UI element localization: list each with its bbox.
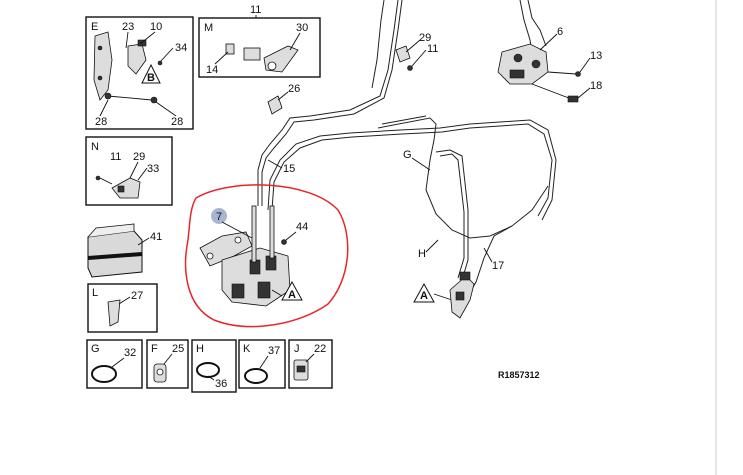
callout-14: 14	[206, 64, 218, 76]
callout-18: 18	[590, 80, 602, 92]
reference-code: R1857312	[498, 370, 540, 380]
wheel-sensor-connector	[449, 271, 475, 319]
callout-26: 26	[288, 83, 300, 95]
detail-box-l: L 27	[87, 283, 158, 333]
detail-box-g: G 32	[86, 339, 143, 389]
callout-22: 22	[314, 343, 326, 355]
callout-28b: 28	[171, 116, 183, 128]
clip-26	[267, 95, 283, 115]
box-f-letter: F	[151, 343, 158, 355]
detail-box-e: E 23 10 34 28 28 B	[85, 16, 194, 130]
box-k-letter: K	[243, 343, 251, 355]
box-l-letter: L	[92, 287, 98, 299]
callout-23: 23	[122, 21, 134, 33]
triangle-a-icon-sensor	[413, 282, 435, 303]
callout-33: 33	[147, 163, 159, 175]
detail-box-m: M 30 14	[198, 17, 321, 78]
callout-36: 36	[215, 378, 227, 390]
callout-6: 6	[557, 26, 563, 38]
box-j-letter: J	[294, 343, 300, 355]
callout-h-main: H	[418, 248, 426, 260]
box-e-b-label: B	[147, 72, 155, 84]
fitting-29-clip	[395, 45, 411, 63]
box-g-letter: G	[91, 343, 100, 355]
callout-g-main: G	[403, 149, 412, 161]
callout-29-main: 29	[419, 32, 431, 44]
callout-17: 17	[492, 260, 504, 272]
callout-25: 25	[172, 343, 184, 355]
triangle-b-icon	[141, 63, 161, 84]
marker-a-sensor: A	[420, 290, 428, 302]
brake-pipes	[257, 0, 557, 297]
callout-11-n: 11	[110, 151, 121, 163]
callout-29-n: 29	[133, 151, 145, 163]
callout-34: 34	[175, 42, 187, 54]
detail-box-h: H 36	[191, 339, 237, 393]
highlight-circle	[184, 184, 349, 328]
callout-11-main: 11	[427, 43, 438, 55]
detail-box-k: K 37	[238, 339, 286, 389]
detail-box-j: J 22	[288, 339, 333, 389]
callout-30: 30	[296, 22, 308, 34]
callout-10: 10	[150, 21, 162, 33]
box-m-letter: M	[204, 22, 213, 34]
callout-44: 44	[296, 221, 308, 233]
part-41: 41	[87, 223, 162, 278]
callout-7: 7	[216, 211, 222, 223]
box-n-letter: N	[91, 141, 99, 153]
callout-27: 27	[131, 290, 143, 302]
abs-sensor-unit-top-right	[497, 43, 581, 103]
callout-13: 13	[590, 50, 602, 62]
marker-a-valve: A	[288, 289, 296, 301]
valve-assembly	[199, 205, 291, 307]
callout-37: 37	[268, 345, 280, 357]
detail-box-f: F 25	[146, 339, 189, 389]
callout-7-badge	[211, 208, 227, 224]
callout-15: 15	[283, 163, 295, 175]
detail-box-n: N 11 29 33	[85, 136, 173, 206]
callout-32: 32	[124, 347, 136, 359]
callout-28a: 28	[95, 116, 107, 128]
callout-11-top: 11	[250, 4, 261, 16]
callout-41: 41	[150, 231, 162, 243]
box-e-letter: E	[91, 21, 98, 33]
triangle-a-icon-valve	[281, 280, 303, 301]
box-h-letter: H	[196, 343, 204, 355]
fitting-11-bolt	[407, 65, 413, 71]
